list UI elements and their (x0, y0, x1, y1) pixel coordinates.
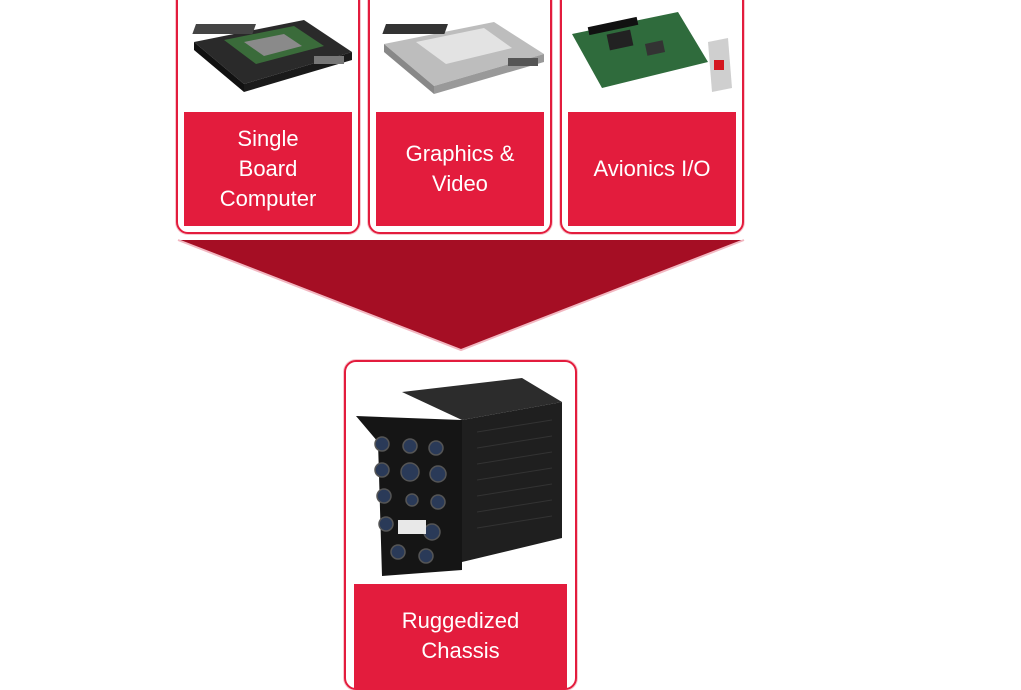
graphics-video-board-photo (376, 2, 544, 98)
label-avionics-io: Avionics I/O (568, 112, 736, 226)
avionics-io-card-photo (568, 2, 736, 98)
card-avionics-io: Avionics I/O (560, 0, 744, 234)
label-single-board-computer: Single Board Computer (184, 112, 352, 226)
ruggedized-chassis-photo (352, 372, 569, 584)
label-ruggedized-chassis: Ruggedized Chassis (354, 584, 567, 688)
card-single-board-computer: Single Board Computer (176, 0, 360, 234)
single-board-computer-photo (184, 2, 352, 98)
card-graphics-video: Graphics & Video (368, 0, 552, 234)
down-arrow (177, 239, 745, 352)
label-graphics-video: Graphics & Video (376, 112, 544, 226)
card-ruggedized-chassis: Ruggedized Chassis (344, 360, 577, 690)
